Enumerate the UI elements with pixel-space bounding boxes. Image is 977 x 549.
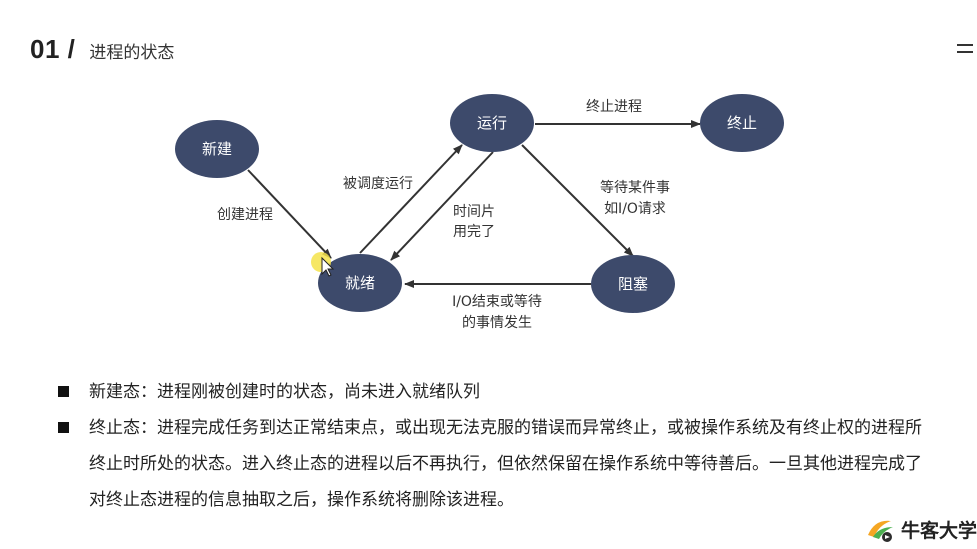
- node-new: 新建: [175, 120, 259, 178]
- bullet-list: 新建态：进程刚被创建时的状态，尚未进入就绪队列 终止态：进程完成任务到达正常结束…: [58, 374, 938, 518]
- node-terminated: 终止: [700, 94, 784, 152]
- node-new-label: 新建: [202, 140, 232, 158]
- list-item: 终止态：进程完成任务到达正常结束点，或出现无法克服的错误而异常终止，或被操作系统…: [58, 410, 938, 518]
- node-running-label: 运行: [477, 114, 507, 132]
- edge-label-terminate: 终止进程: [586, 99, 642, 115]
- node-blocked-label: 阻塞: [618, 275, 648, 293]
- brand-logo-icon: [867, 520, 893, 542]
- edge-label-wakeup-line2: 的事情发生: [462, 315, 532, 331]
- edge-label-wait-line2: 如I/O请求: [604, 201, 666, 217]
- edge-label-create: 创建进程: [217, 207, 273, 223]
- edge-label-dispatch: 被调度运行: [343, 176, 413, 192]
- edge-label-timeslice-line2: 用完了: [453, 224, 495, 240]
- menu-icon[interactable]: [957, 44, 973, 58]
- square-bullet-icon: [58, 422, 69, 433]
- list-item: 新建态：进程刚被创建时的状态，尚未进入就绪队列: [58, 374, 938, 410]
- edge-label-wakeup-line1: I/O结束或等待: [452, 293, 542, 310]
- process-state-diagram: 新建 就绪 运行 阻塞 终止 创建进程 被调度运行 时间片 用完了 终止进程 等…: [175, 94, 784, 331]
- bullet-text-terminated-state: 终止态：进程完成任务到达正常结束点，或出现无法克服的错误而异常终止，或被操作系统…: [89, 418, 922, 510]
- edge-ready-to-running: [359, 144, 463, 254]
- edge-label-timeslice-line1: 时间片: [453, 204, 495, 220]
- brand-watermark: 牛客大学: [865, 515, 977, 543]
- edge-running-to-ready: [390, 151, 494, 261]
- edge-running-to-blocked: [521, 144, 634, 257]
- node-terminated-label: 终止: [727, 114, 757, 132]
- edge-new-to-ready: [247, 169, 332, 259]
- square-bullet-icon: [58, 386, 69, 397]
- node-blocked: 阻塞: [591, 255, 675, 313]
- bullet-text-new-state: 新建态：进程刚被创建时的状态，尚未进入就绪队列: [89, 382, 480, 402]
- section-number: 01 /: [30, 34, 76, 64]
- node-ready-label: 就绪: [345, 274, 375, 292]
- slide-header: 01 / 进程的状态: [30, 34, 174, 65]
- brand-name: 牛客大学: [900, 520, 977, 542]
- edge-label-wait-line1: 等待某件事: [600, 179, 670, 196]
- node-ready: 就绪: [318, 254, 402, 312]
- mouse-cursor-icon: [311, 252, 335, 277]
- node-running: 运行: [450, 94, 534, 152]
- page-title: 进程的状态: [89, 43, 175, 63]
